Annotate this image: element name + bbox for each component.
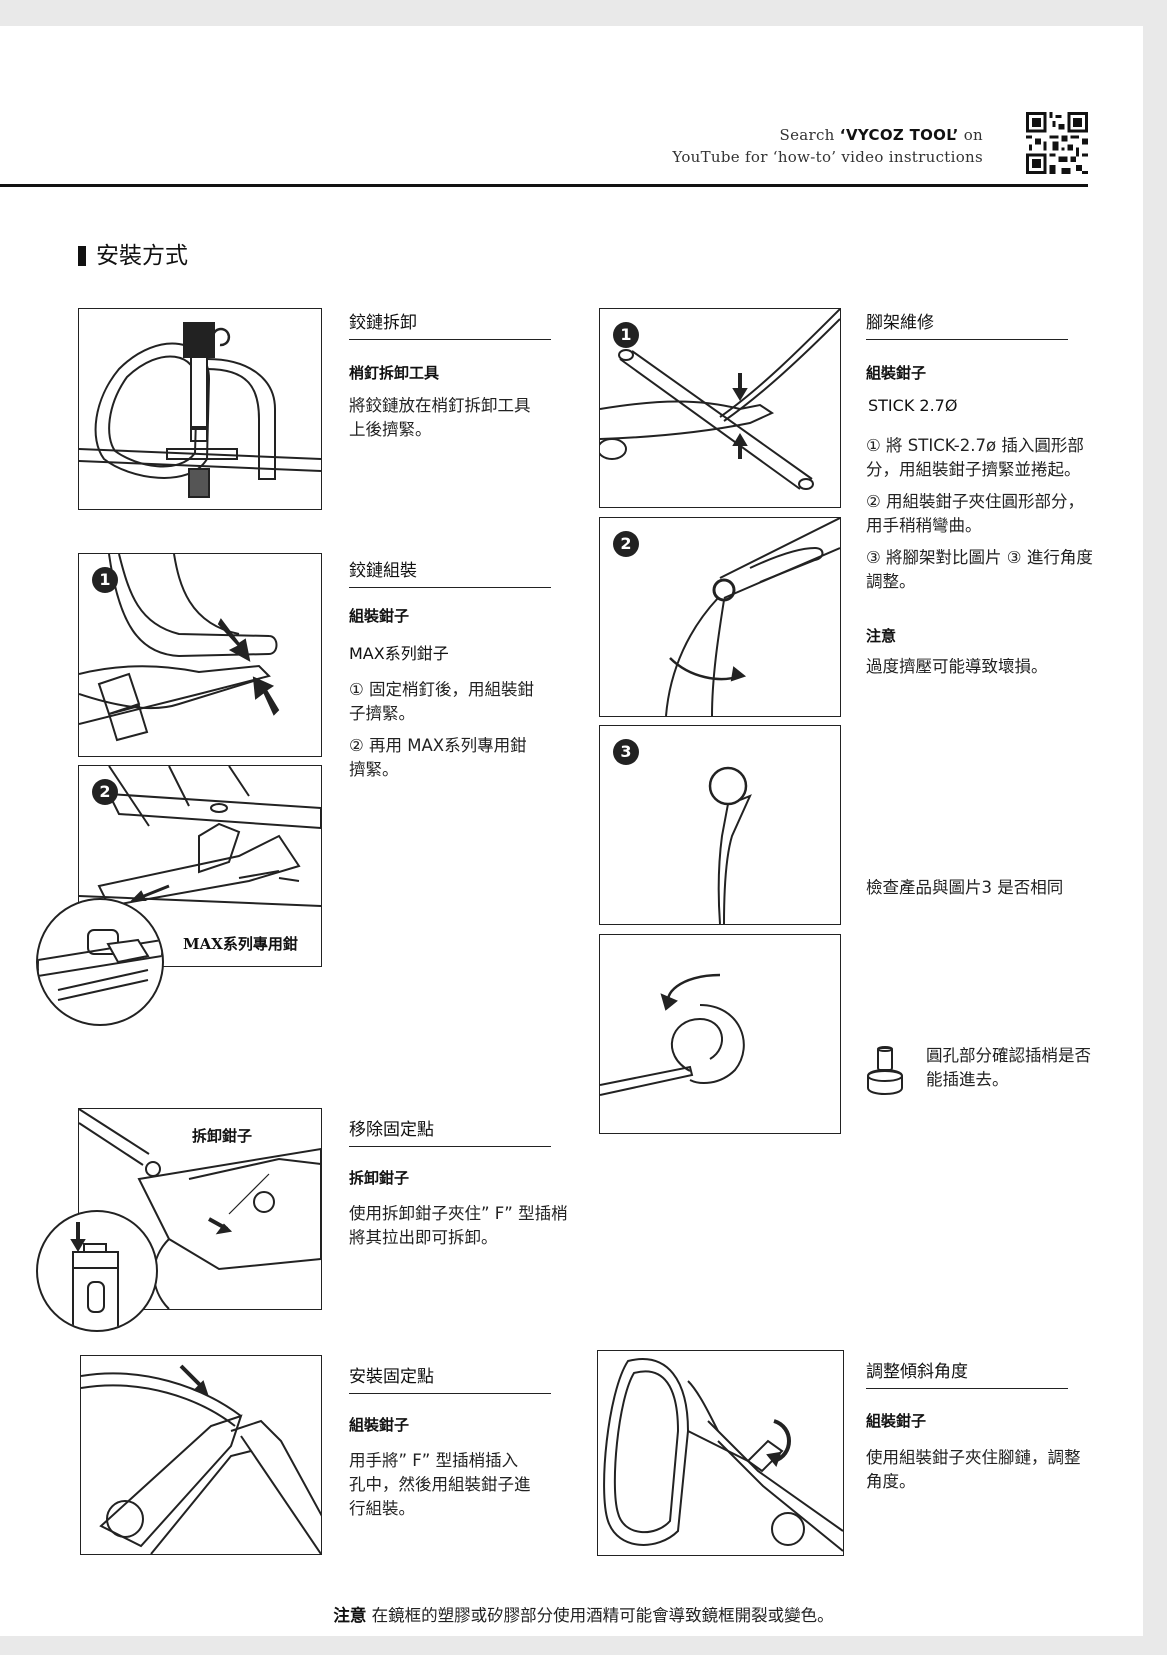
temple-repair-caution-title: 注意: [866, 627, 897, 645]
install-fixing-text: 用手將” F” 型插梢插入孔中，然後用組裝鉗子進行組裝。: [349, 1451, 531, 1518]
section-marker: [78, 246, 86, 266]
section-title-text: 安裝方式: [96, 243, 188, 269]
tilt-adjust-title: 調整傾斜角度: [866, 1357, 1068, 1389]
hinge-assembly-step1-illustration: 1: [78, 553, 322, 757]
remove-fixing-text: 使用拆卸鉗子夾住” F” 型插梢將其拉出即可拆卸。: [349, 1204, 568, 1247]
step-badge-1: 1: [92, 567, 118, 593]
hinge-assembly-p2: ② 再用 MAX系列專用鉗擠緊。: [349, 736, 527, 779]
search-term: ‘VYCOZ TOOL’: [839, 126, 959, 144]
temple-repair-caution-text: 過度擠壓可能導致壞損。: [866, 657, 1048, 676]
temple-repair-p2: ② 用組裝鉗子夾住圓形部分，用手稍稍彎曲。: [866, 492, 1085, 535]
repair-badge-1: 1: [613, 322, 639, 348]
temple-repair-text: ① 將 STICK-2.7ø 插入圓形部分，用組裝鉗子擠緊並捲起。 ② 用組裝鉗…: [866, 434, 1094, 602]
max-pliers-label: MAX系列專用鉗: [183, 935, 298, 953]
footer-note-label: 注意: [333, 1606, 367, 1625]
step-badge-2: 2: [92, 779, 118, 805]
section-title: 安裝方式: [78, 236, 188, 270]
hinge-assembly-title: 鉸鏈組裝: [349, 556, 551, 588]
install-fixing-tool: 組裝鉗子: [349, 1416, 410, 1434]
temple-repair-check-text: 檢查產品與圖片3 是否相同: [866, 878, 1064, 897]
repair-badge-2: 2: [613, 531, 639, 557]
temple-repair-p3: ③ 將腳架對比圖片 ③ 進行角度調整。: [866, 548, 1093, 591]
hinge-assembly-p1: ① 固定梢釘後，用組裝鉗子擠緊。: [349, 680, 535, 723]
repair-badge-3: 3: [613, 739, 639, 765]
temple-repair-stick: STICK 2.7Ø: [868, 396, 958, 415]
hinge-removal-tool: 梢釘拆卸工具: [349, 364, 440, 382]
footer-note: 注意 在鏡框的塑膠或矽膠部分使用酒精可能會導致鏡框開裂或變色。: [0, 1602, 1167, 1626]
qr-code-icon[interactable]: [1026, 112, 1088, 174]
hinge-assembly-tool2: MAX系列鉗子: [349, 644, 449, 663]
search-prefix: Search: [779, 126, 840, 144]
remove-fixing-tool: 拆卸鉗子: [349, 1169, 410, 1187]
youtube-search-hint: Search ‘VYCOZ TOOL’ on YouTube for ‘how-…: [672, 124, 983, 168]
temple-repair-step2-illustration: 2: [599, 517, 841, 717]
hinge-assembly-tool: 組裝鉗子: [349, 607, 410, 625]
pin-icon: [864, 1046, 906, 1098]
search-line2: YouTube for ‘how-to’ video instructions: [672, 148, 983, 166]
temple-repair-step3-illustration: 3: [599, 725, 841, 925]
install-fixing-illustration: [80, 1355, 322, 1555]
tilt-adjust-text: 使用組裝鉗子夾住腳鏈，調整角度。: [866, 1448, 1081, 1491]
remove-fixing-title: 移除固定點: [349, 1115, 551, 1147]
remove-pliers-label: 拆卸鉗子: [192, 1127, 253, 1145]
hinge-removal-title: 鉸鏈拆卸: [349, 308, 551, 340]
temple-repair-tool: 組裝鉗子: [866, 364, 927, 382]
temple-repair-title: 腳架維修: [866, 308, 1068, 340]
header-divider: [0, 184, 1088, 187]
temple-repair-step1-illustration: 1: [599, 308, 841, 508]
install-fixing-title: 安裝固定點: [349, 1362, 551, 1394]
hinge-removal-illustration: [78, 308, 322, 510]
hinge-removal-text: 將鉸鏈放在梢釘拆卸工具上後擠緊。: [349, 396, 531, 439]
tilt-adjust-tool: 組裝鉗子: [866, 1412, 927, 1430]
hinge-assembly-text: ① 固定梢釘後，用組裝鉗子擠緊。 ② 再用 MAX系列專用鉗擠緊。: [349, 678, 543, 790]
temple-repair-curl-illustration: [599, 934, 841, 1134]
tilt-adjust-illustration: [597, 1350, 844, 1556]
temple-repair-p1: ① 將 STICK-2.7ø 插入圓形部分，用組裝鉗子擠緊並捲起。: [866, 436, 1084, 479]
search-suffix: on: [958, 126, 983, 144]
temple-repair-pin-text: 圓孔部分確認插梢是否能插進去。: [926, 1046, 1091, 1089]
footer-note-text: 在鏡框的塑膠或矽膠部分使用酒精可能會導致鏡框開裂或變色。: [366, 1606, 834, 1625]
remove-fixing-zoom-circle: [36, 1210, 158, 1332]
max-pliers-zoom-circle: [36, 898, 164, 1026]
